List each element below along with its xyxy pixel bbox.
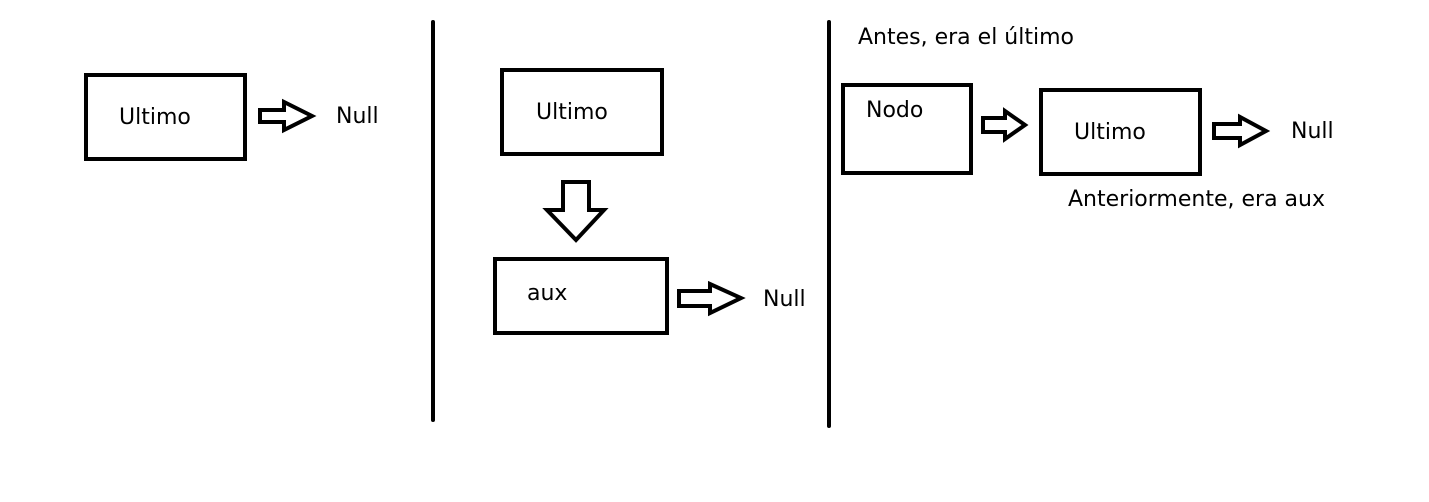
pointer-arrow-right-icon bbox=[258, 98, 317, 134]
null-label: Null bbox=[763, 287, 806, 312]
node-box-nodo bbox=[841, 83, 973, 175]
pointer-arrow-right-icon bbox=[677, 280, 746, 317]
node-box-ultimo bbox=[1039, 88, 1202, 176]
panel-1: Ultimo Null bbox=[84, 73, 379, 161]
node-label-nodo: Nodo bbox=[866, 98, 923, 123]
node-box-ultimo bbox=[84, 73, 247, 161]
pointer-arrow-right-icon bbox=[981, 107, 1029, 143]
null-label: Null bbox=[1291, 119, 1334, 144]
caption-formerly-aux: Anteriormente, era aux bbox=[1068, 187, 1325, 212]
node-box-aux bbox=[493, 257, 669, 335]
caption-before-last: Antes, era el último bbox=[858, 25, 1074, 50]
node-box-ultimo bbox=[500, 68, 664, 156]
panel-2: Ultimo aux Null bbox=[493, 68, 806, 335]
node-label-aux: aux bbox=[527, 281, 567, 306]
pointer-arrow-right-icon bbox=[1212, 113, 1271, 149]
null-label: Null bbox=[336, 104, 379, 129]
node-label-ultimo: Ultimo bbox=[1074, 120, 1146, 145]
node-label-ultimo: Ultimo bbox=[536, 100, 608, 125]
panel-3: Antes, era el último Nodo Ultimo Null An… bbox=[841, 25, 1334, 212]
pointer-arrow-down-icon bbox=[542, 180, 609, 243]
node-label-ultimo: Ultimo bbox=[119, 105, 191, 130]
